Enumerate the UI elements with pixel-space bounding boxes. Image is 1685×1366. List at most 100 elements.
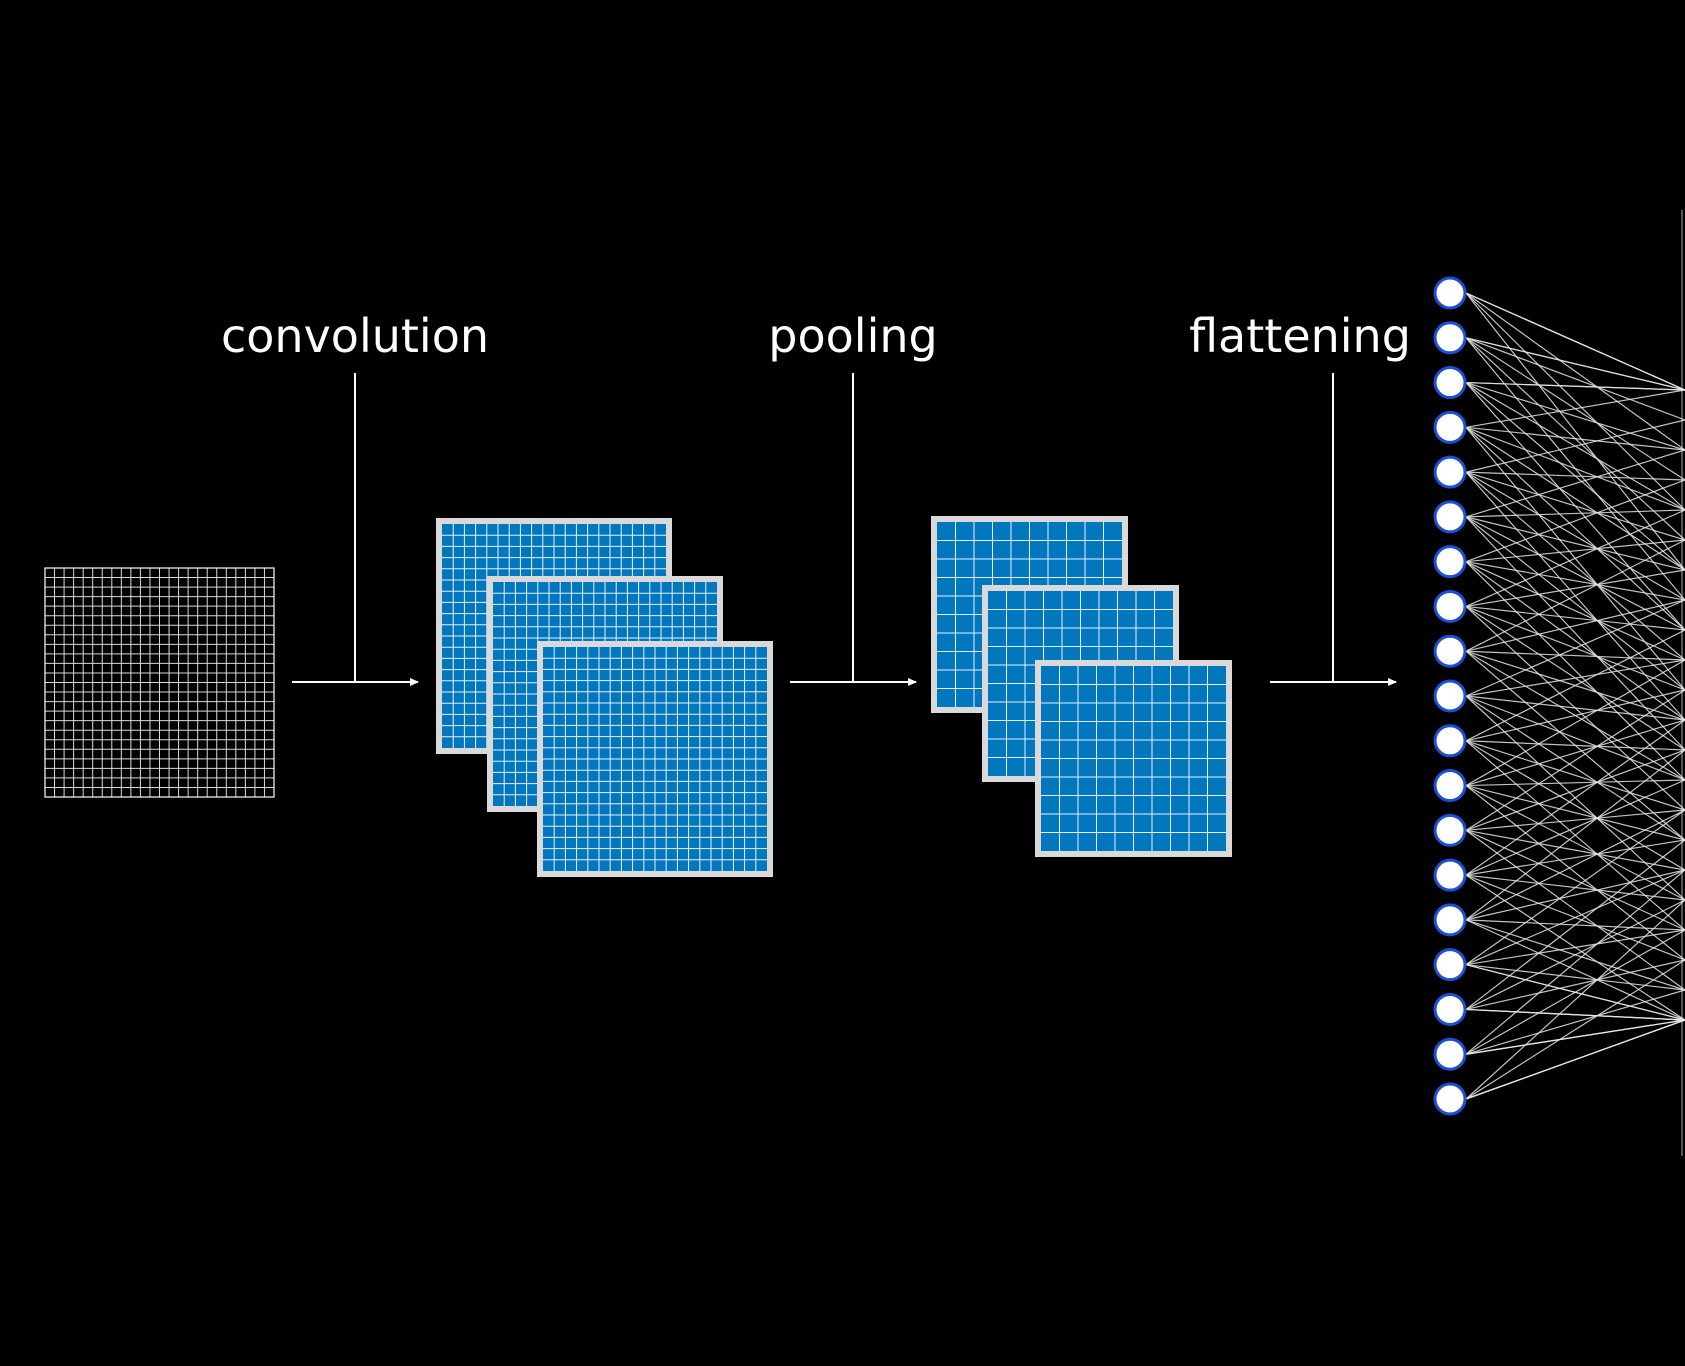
connection-line: [1465, 471, 1685, 541]
connection-line: [1465, 569, 1685, 608]
connection-line: [1465, 740, 1685, 871]
flattened-node-9: [1433, 634, 1467, 668]
connection-line: [1465, 561, 1685, 661]
connection-line: [1465, 471, 1685, 481]
connection-line: [1465, 509, 1685, 518]
connection-line: [1465, 899, 1685, 1010]
flattened-node-19: [1433, 1082, 1467, 1116]
connection-line: [1465, 292, 1685, 391]
connection-line: [1465, 740, 1685, 751]
flattened-node-5: [1433, 455, 1467, 489]
connection-line: [1465, 516, 1685, 691]
connection-line: [1465, 719, 1685, 876]
flattened-node-10: [1433, 679, 1467, 713]
connection-line: [1465, 689, 1685, 742]
connection-line: [1465, 785, 1685, 961]
connection-line: [1465, 785, 1685, 901]
connection-line: [1465, 516, 1685, 631]
flattened-node-2: [1433, 321, 1467, 355]
connection-line: [1465, 779, 1685, 787]
connection-line: [1465, 869, 1685, 921]
connection-line: [1465, 959, 1685, 1100]
flattened-connections: [1465, 292, 1685, 1100]
connection-line: [1465, 381, 1685, 391]
connection-line: [1465, 809, 1685, 966]
flattened-node-16: [1433, 948, 1467, 982]
connection-line: [1465, 561, 1685, 781]
connection-line: [1465, 695, 1685, 841]
connection-line: [1465, 389, 1685, 428]
connection-line: [1465, 740, 1685, 811]
connection-line: [1465, 784, 1685, 841]
connection-line: [1465, 1008, 1685, 1021]
flattening-label: flattening: [1189, 309, 1411, 363]
flattened-node-12: [1433, 769, 1467, 803]
connection-line: [1465, 749, 1685, 921]
connection-line: [1465, 839, 1685, 876]
flattened-node-8: [1433, 589, 1467, 623]
connection-line: [1465, 561, 1685, 721]
flattened-node-14: [1433, 858, 1467, 892]
convolution-feature-maps: [436, 518, 773, 877]
connection-line: [1465, 659, 1685, 697]
connection-line: [1465, 829, 1685, 991]
connection-line: [1465, 337, 1685, 391]
flattened-node-18: [1433, 1037, 1467, 1071]
connection-line: [1465, 599, 1685, 652]
connection-line: [1465, 695, 1685, 721]
connection-line: [1465, 809, 1685, 831]
flattened-node-1: [1433, 276, 1467, 310]
connection-line: [1465, 929, 1685, 966]
connection-line: [1465, 899, 1685, 1100]
convolution-label: convolution: [221, 309, 489, 363]
connection-line: [1465, 809, 1685, 921]
connection-line: [1465, 292, 1685, 451]
connection-line: [1465, 929, 1685, 1055]
connection-line: [1465, 426, 1685, 631]
connection-line: [1465, 471, 1685, 661]
connection-line: [1465, 509, 1685, 607]
flattened-node-6: [1433, 500, 1467, 534]
flattened-node-4: [1433, 410, 1467, 444]
connection-line: [1465, 719, 1685, 787]
connection-line: [1465, 1019, 1685, 1100]
input-image-grid: [44, 567, 275, 798]
connection-line: [1465, 989, 1685, 1055]
connection-line: [1465, 964, 1685, 991]
connection-line: [1465, 426, 1685, 571]
connection-line: [1465, 829, 1685, 871]
connection-line: [1465, 539, 1685, 563]
conv-feature-map-3: [537, 641, 773, 877]
connection-line: [1465, 650, 1685, 661]
connection-line: [1465, 539, 1685, 652]
connection-line: [1465, 749, 1685, 831]
flattened-node-11: [1433, 724, 1467, 758]
connection-line: [1465, 381, 1685, 451]
connection-line: [1465, 479, 1685, 563]
connection-line: [1465, 919, 1685, 1021]
connection-line: [1465, 689, 1685, 831]
connection-line: [1465, 516, 1685, 571]
connection-line: [1465, 1019, 1685, 1055]
connection-line: [1465, 471, 1685, 601]
connection-line: [1465, 629, 1685, 742]
connection-line: [1465, 561, 1685, 601]
connection-line: [1465, 599, 1685, 697]
pooling-feature-maps: [931, 516, 1232, 857]
connection-line: [1465, 829, 1685, 931]
connection-line: [1465, 292, 1685, 571]
flattened-node-7: [1433, 545, 1467, 579]
connection-line: [1465, 337, 1685, 421]
connection-line: [1465, 695, 1685, 781]
pool-feature-map-3: [1035, 660, 1232, 857]
connection-line: [1465, 605, 1685, 631]
connection-line: [1465, 426, 1685, 451]
connection-line: [1465, 869, 1685, 1055]
connection-line: [1465, 959, 1685, 1011]
connection-line: [1465, 449, 1685, 518]
connection-line: [1465, 419, 1685, 473]
connection-line: [1465, 426, 1685, 511]
connection-line: [1465, 516, 1685, 751]
connection-line: [1465, 839, 1685, 1010]
